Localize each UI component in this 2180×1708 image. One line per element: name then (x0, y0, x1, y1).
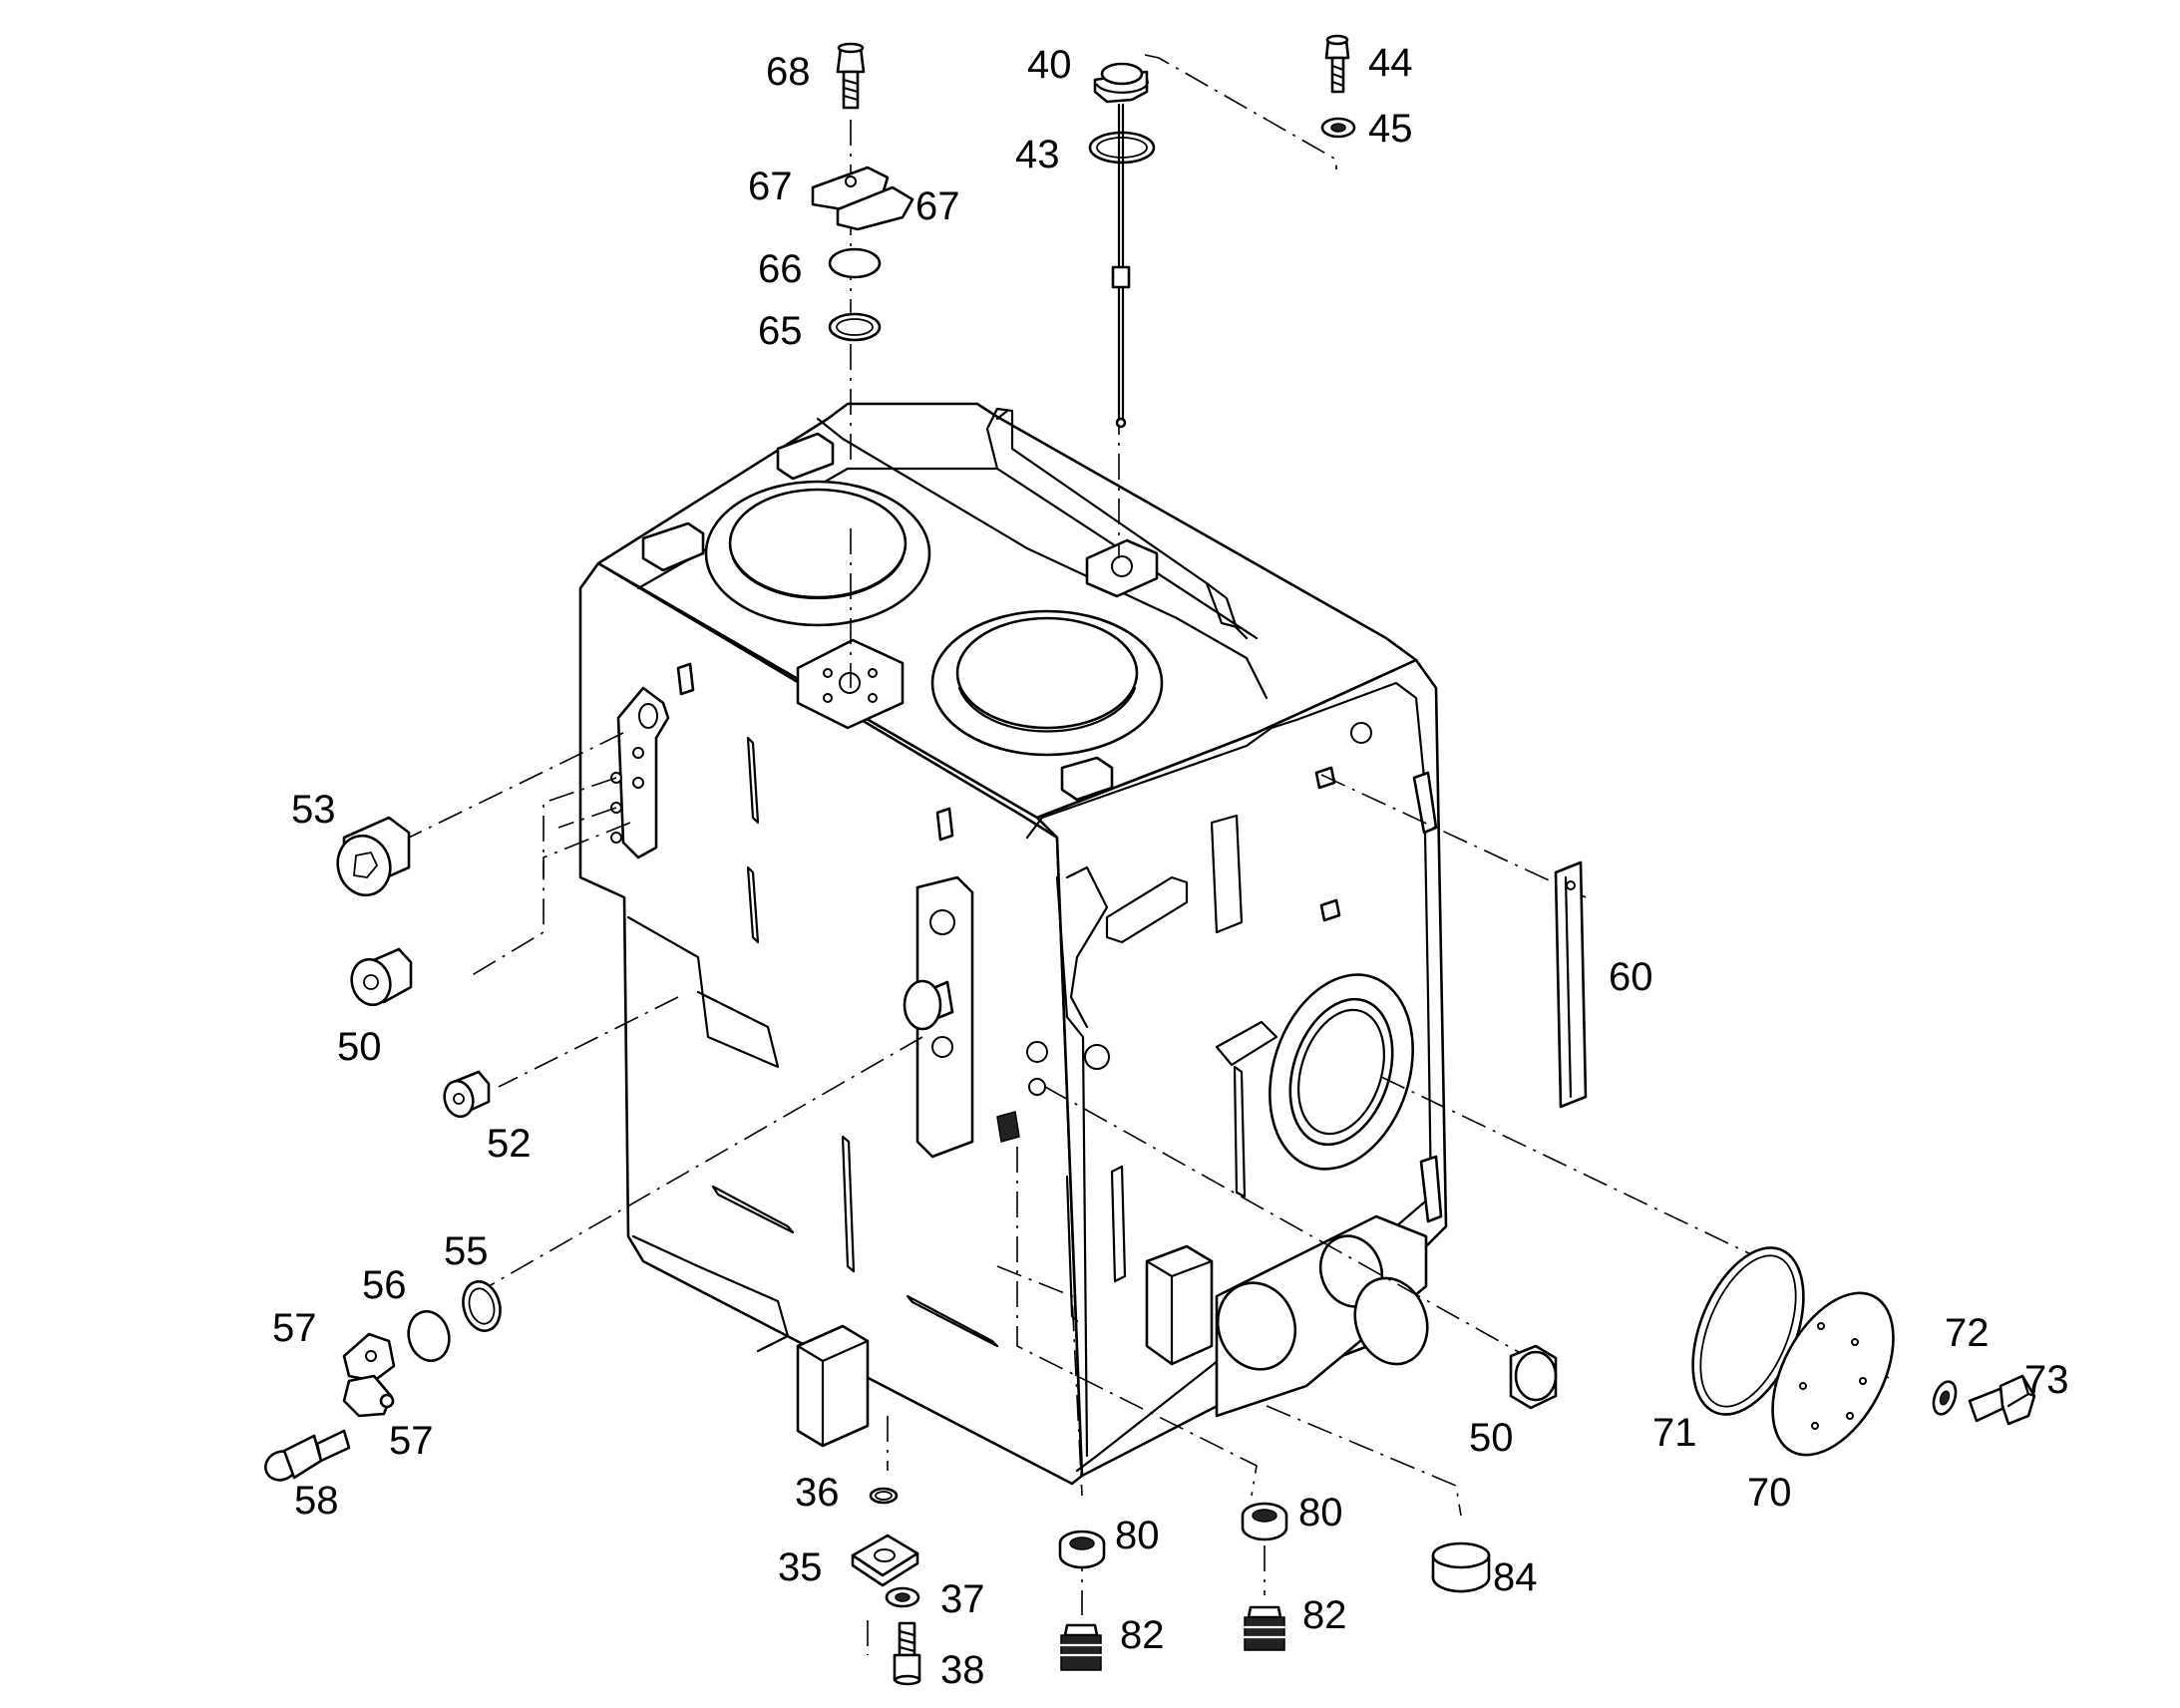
part-40-dipstick-cap (1093, 62, 1149, 104)
upper-bore-2 (930, 609, 1164, 757)
label-57-top: 57 (272, 1306, 317, 1350)
part-66-cover (828, 247, 882, 279)
part-45-washer (1320, 117, 1356, 139)
part-82-sensor-right (1243, 1605, 1286, 1651)
part-35-flange (851, 1534, 919, 1587)
label-73: 73 (2024, 1358, 2069, 1402)
part-52-screw-plug (443, 1070, 491, 1119)
part-60-cover-strip (1554, 860, 1588, 1109)
part-65-o-ring (828, 312, 882, 342)
part-44-cap-screw (1324, 34, 1350, 94)
label-44: 44 (1368, 41, 1413, 85)
label-35: 35 (778, 1545, 823, 1589)
part-80-seal-left (1058, 1530, 1106, 1569)
left-lifting-eye (616, 686, 670, 859)
housing-left-face (578, 561, 1084, 1486)
label-45: 45 (1368, 107, 1413, 151)
label-60: 60 (1609, 955, 1653, 999)
label-38: 38 (940, 1648, 985, 1692)
right-face-rack-2 (1110, 1165, 1127, 1283)
part-53-screw-plug (336, 816, 411, 897)
label-37: 37 (940, 1577, 985, 1621)
right-face-bracket (1105, 875, 1189, 944)
right-face-rack-1 (1233, 1065, 1247, 1198)
label-70: 70 (1747, 1471, 1792, 1515)
part-36-o-ring (869, 1487, 899, 1505)
label-66: 66 (758, 247, 803, 291)
label-68: 68 (766, 50, 811, 94)
part-37-washer (885, 1586, 920, 1608)
part-55-o-ring (462, 1280, 502, 1332)
label-40: 40 (1027, 43, 1072, 87)
part-73-hex-bolt (1968, 1374, 2036, 1426)
part-58-cap-screw (264, 1429, 351, 1482)
part-68-cap-screw (836, 42, 866, 110)
part-38-cap-screw (893, 1621, 921, 1686)
label-82-left: 82 (1120, 1613, 1165, 1657)
part-72-washer (1932, 1380, 1958, 1416)
dipstick-rod (1111, 103, 1131, 429)
part-70-cover-plate (1771, 1291, 1895, 1457)
label-71: 71 (1652, 1411, 1697, 1455)
label-82-right: 82 (1302, 1593, 1347, 1637)
upper-bore-1 (704, 480, 931, 627)
part-82-sensor-left (1059, 1623, 1103, 1671)
label-58: 58 (294, 1479, 339, 1523)
part-84-plug (1431, 1541, 1491, 1593)
part-number-labels: 68 40 44 45 43 67 67 66 65 53 50 52 60 5… (272, 41, 2069, 1692)
part-50-screw-plug-right (1509, 1344, 1558, 1410)
front-bracket (915, 875, 974, 1159)
label-43: 43 (1015, 133, 1060, 176)
lifting-tube (985, 407, 1249, 640)
label-50-left: 50 (337, 1025, 382, 1069)
part-67-clamp-halves (811, 166, 914, 231)
label-50-right: 50 (1469, 1416, 1514, 1460)
right-face-sensor-block (1145, 1244, 1214, 1366)
label-65: 65 (758, 309, 803, 353)
top-boss-right (1060, 756, 1114, 802)
part-80-seal-right (1241, 1502, 1288, 1541)
label-80-left: 80 (1115, 1514, 1160, 1557)
label-36: 36 (795, 1471, 840, 1515)
label-52: 52 (487, 1122, 532, 1166)
label-72: 72 (1945, 1311, 1990, 1355)
part-56-cover (407, 1310, 451, 1362)
right-face-bore (1269, 973, 1414, 1171)
label-55: 55 (444, 1229, 489, 1273)
front-port-ring (903, 979, 942, 1031)
part-57-clamp-halves (342, 1332, 396, 1418)
top-boss-left (641, 521, 705, 572)
top-boss-mid (776, 432, 835, 481)
housing-foot-block (796, 1324, 870, 1448)
label-57-bottom: 57 (389, 1419, 434, 1463)
transmission-housing (578, 402, 1448, 1486)
label-84: 84 (1493, 1555, 1538, 1599)
label-53: 53 (291, 788, 336, 832)
label-80-right: 80 (1298, 1491, 1343, 1535)
label-67-left: 67 (748, 165, 793, 208)
label-56: 56 (362, 1263, 407, 1307)
part-50-screw-plug-left (350, 947, 413, 1007)
label-67-right: 67 (915, 184, 960, 228)
